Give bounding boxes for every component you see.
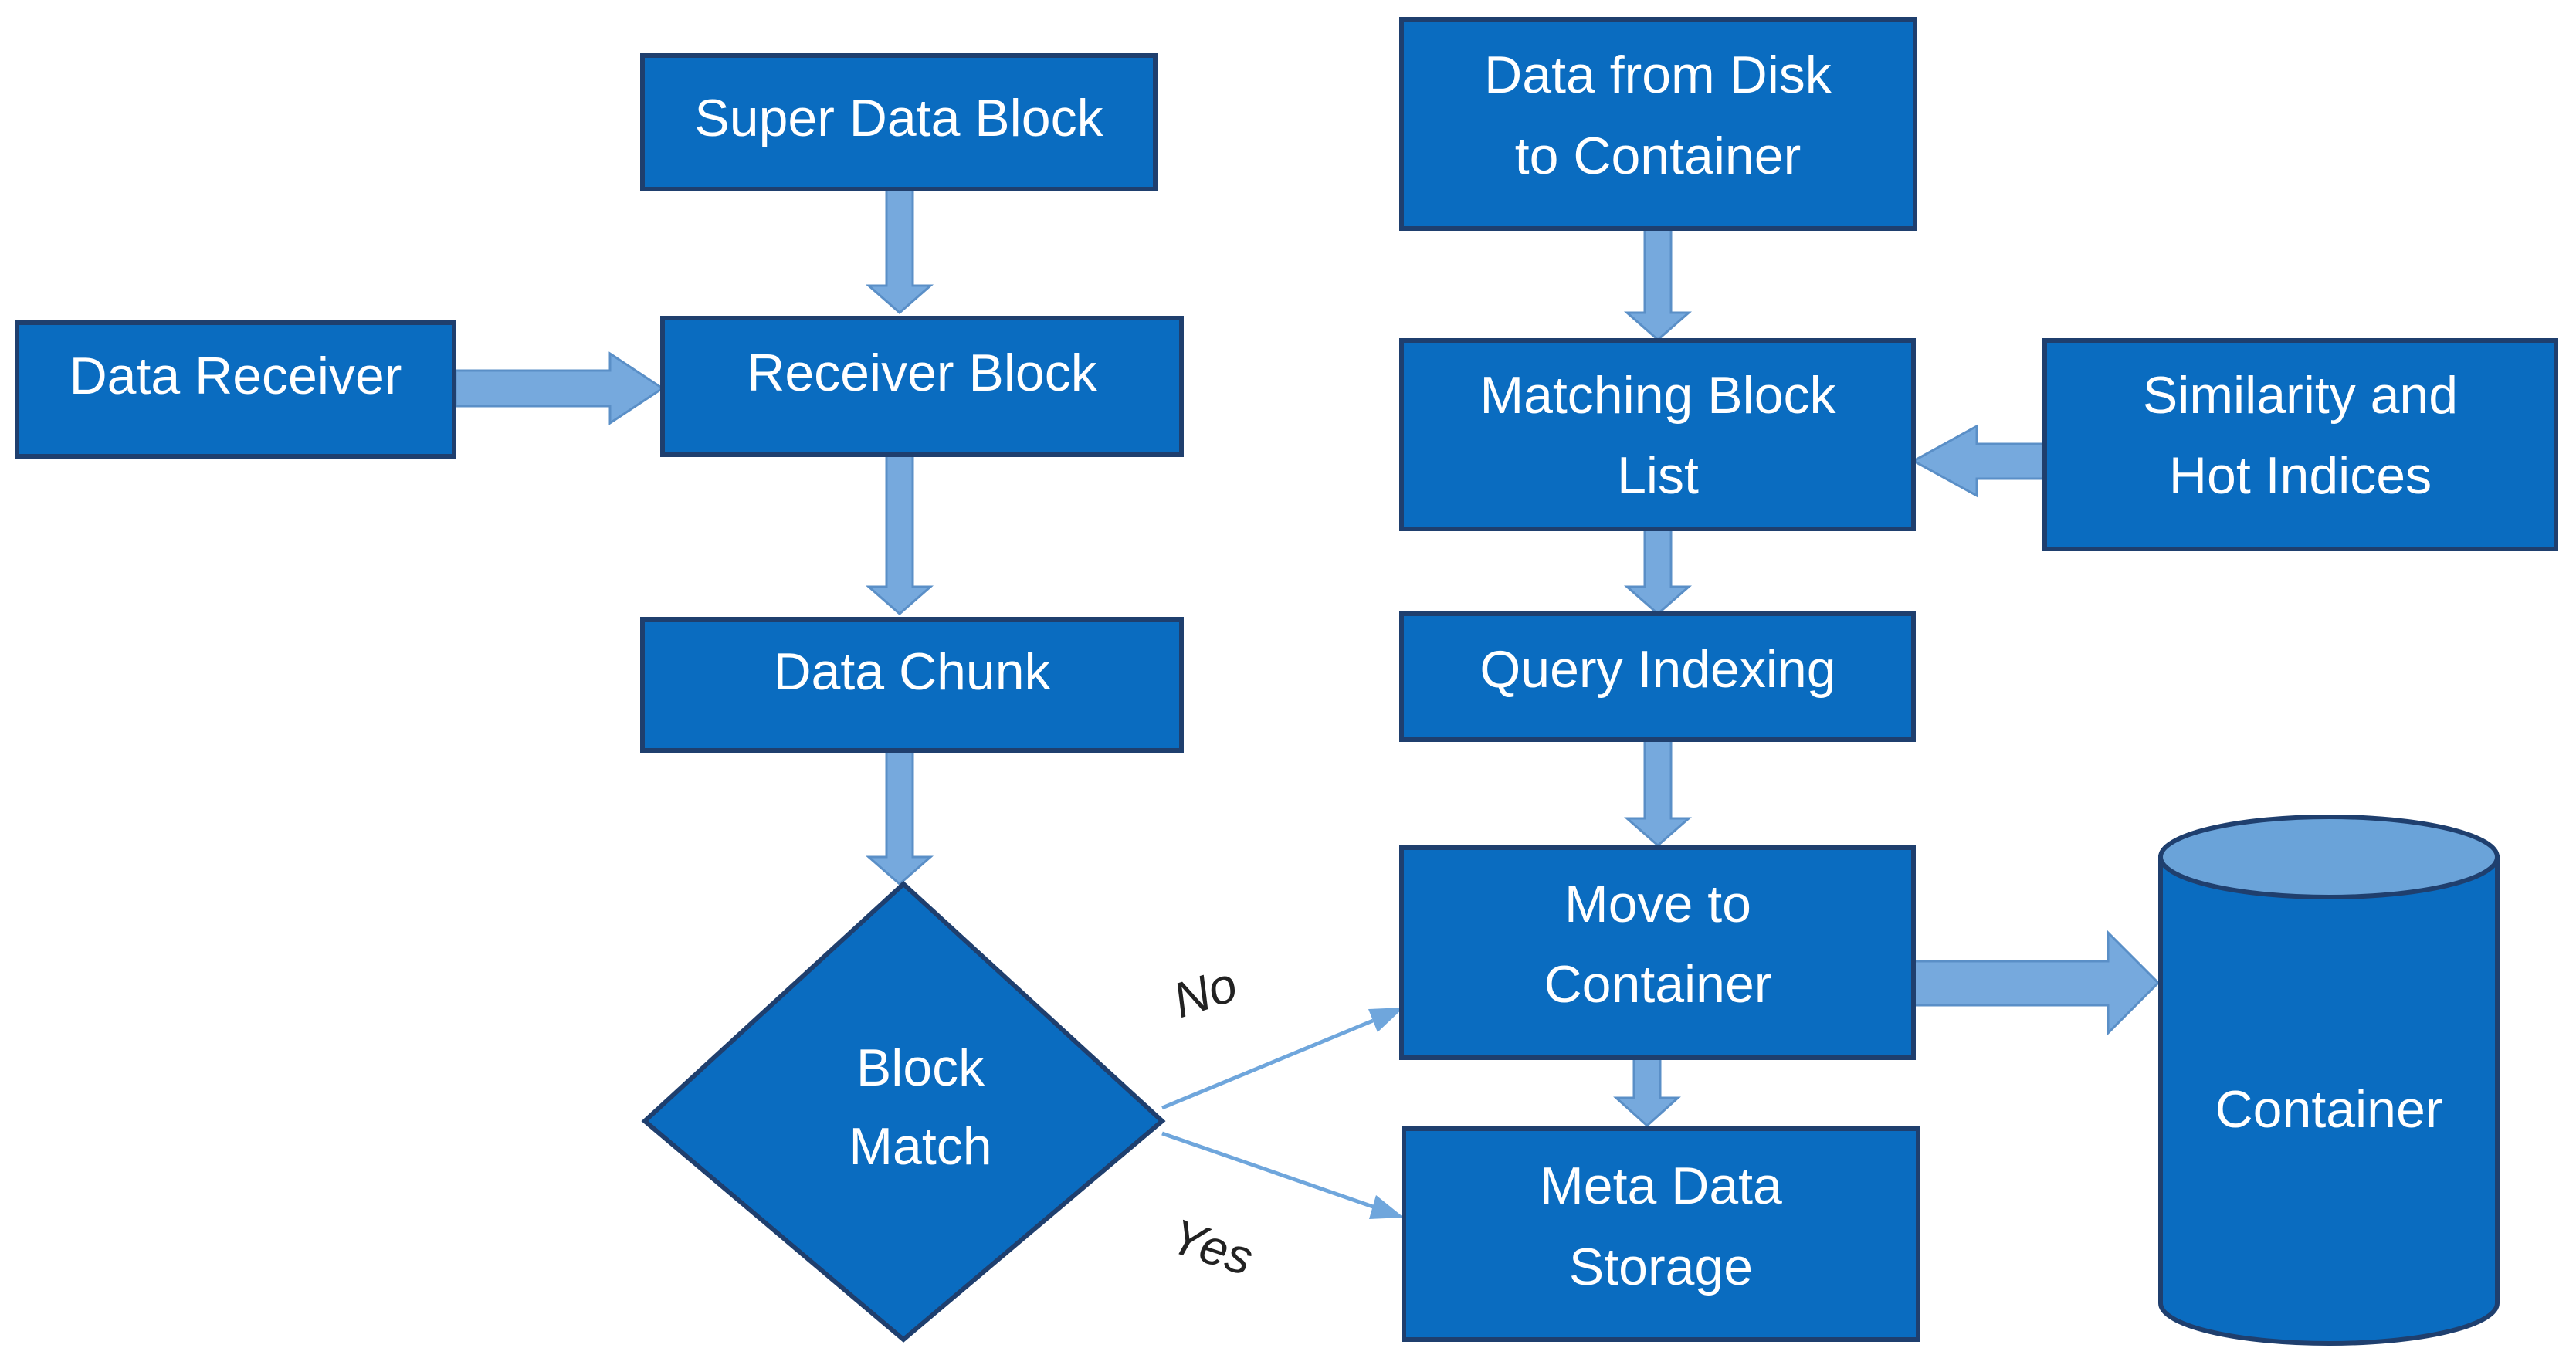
arrow-move-to-container	[1912, 930, 2161, 1036]
node-move-to-container-label-line2: Container	[1544, 955, 1772, 1014]
arrow-similarity-to-matching	[1910, 424, 2046, 498]
node-receiver-block: Receiver Block	[660, 316, 1184, 457]
node-block-match-decision: Block Match	[641, 880, 1166, 1343]
node-meta-data-storage-label-line1: Meta Data	[1540, 1157, 1782, 1215]
node-container-label: Container	[2215, 1080, 2443, 1139]
node-data-from-disk-label-line2: to Container	[1515, 127, 1801, 185]
node-block-match-label-line2: Match	[849, 1117, 991, 1176]
arrow-move-to-meta	[1613, 1056, 1681, 1128]
node-receiver-block-label: Receiver Block	[747, 344, 1097, 402]
arrow-no-line	[1161, 1018, 1374, 1110]
edge-label-yes: Yes	[1164, 1208, 1260, 1285]
node-move-to-container-label-line1: Move to	[1564, 875, 1751, 933]
arrow-receiver-to-chunk	[866, 454, 934, 615]
node-similarity-label-line2: Hot Indices	[2169, 446, 2432, 505]
node-super-data-block: Super Data Block	[640, 53, 1158, 191]
node-matching-block-list-label-line2: List	[1617, 446, 1699, 505]
node-matching-block-list-label-line1: Matching Block	[1480, 366, 1836, 425]
arrow-no-head	[1368, 1008, 1404, 1032]
node-query-indexing: Query Indexing	[1399, 611, 1916, 742]
arrow-yes-head	[1369, 1195, 1404, 1219]
node-meta-data-storage-label-line2: Storage	[1569, 1238, 1753, 1296]
node-data-receiver-label: Data Receiver	[69, 347, 402, 405]
arrow-disk-to-matching	[1624, 227, 1692, 341]
node-matching-block-list: Matching Block List	[1399, 338, 1916, 531]
node-container-cylinder: Container	[2158, 815, 2500, 1346]
node-similarity-label-line1: Similarity and	[2143, 366, 2458, 425]
arrow-super-to-receiver	[866, 188, 934, 314]
node-data-from-disk: Data from Disk to Container	[1399, 17, 1917, 231]
arrow-matching-to-query	[1624, 527, 1692, 615]
node-data-from-disk-label-line1: Data from Disk	[1484, 46, 1832, 104]
node-super-data-block-label: Super Data Block	[694, 89, 1103, 147]
node-data-chunk-label: Data Chunk	[773, 642, 1051, 701]
node-move-to-container: Move to Container	[1399, 845, 1916, 1060]
node-similarity-hot-indices: Similarity and Hot Indices	[2042, 338, 2558, 551]
arrow-chunk-to-blockmatch	[866, 749, 934, 886]
node-meta-data-storage: Meta Data Storage	[1402, 1126, 1920, 1342]
edge-label-no: No	[1166, 956, 1243, 1028]
arrow-yes-line	[1161, 1131, 1374, 1209]
node-block-match-label-line1: Block	[856, 1038, 985, 1097]
arrow-query-to-move	[1624, 738, 1692, 847]
arrow-datareceiver-to-receiver	[454, 351, 665, 425]
node-data-chunk: Data Chunk	[640, 617, 1184, 753]
node-query-indexing-label: Query Indexing	[1480, 640, 1835, 699]
node-data-receiver: Data Receiver	[15, 320, 456, 459]
